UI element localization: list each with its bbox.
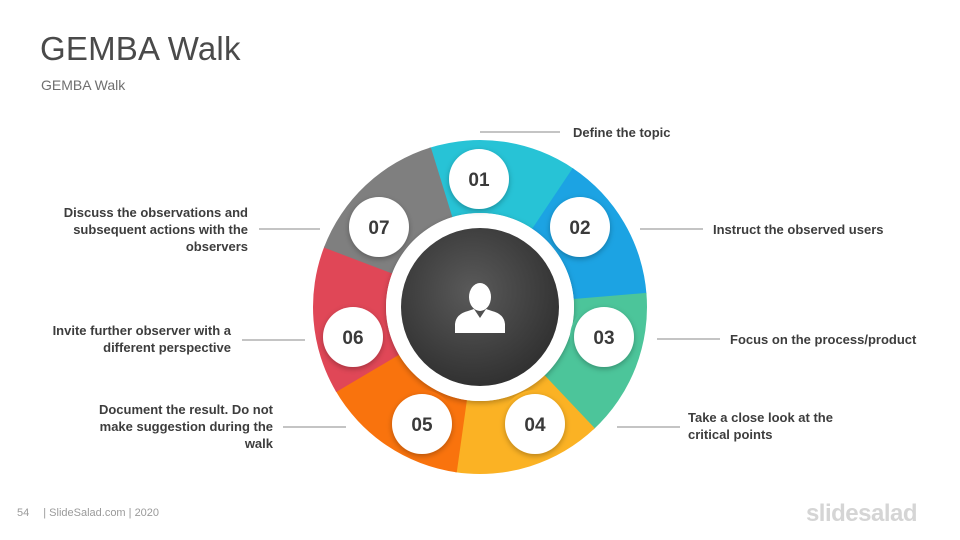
step-badge-06: 06 bbox=[319, 303, 387, 371]
user-icon bbox=[455, 283, 505, 333]
badge-disc bbox=[392, 394, 452, 454]
step-number: 07 bbox=[368, 218, 389, 239]
step-number: 05 bbox=[411, 415, 433, 436]
step-number: 03 bbox=[593, 328, 614, 349]
step-label-05: Document the result. Do not make suggest… bbox=[98, 402, 273, 451]
page-number: 54 bbox=[17, 507, 30, 519]
step-badge-07: 07 bbox=[345, 193, 413, 261]
step-badges: 01 02 03 04 05 06 07 bbox=[319, 145, 638, 458]
footer: 54 | SlideSalad.com | 2020 bbox=[17, 507, 159, 519]
step-badge-05: 05 bbox=[388, 390, 456, 458]
step-badge-02: 02 bbox=[546, 193, 614, 261]
step-badge-01: 01 bbox=[445, 145, 513, 213]
step-number: 01 bbox=[468, 170, 490, 191]
connector-lines bbox=[242, 131, 720, 428]
step-label-01: Define the topic bbox=[573, 125, 671, 140]
badge-disc bbox=[349, 197, 409, 257]
step-label-03: Focus on the process/product bbox=[730, 332, 917, 347]
badge-disc bbox=[323, 307, 383, 367]
footer-text: | SlideSalad.com | 2020 bbox=[43, 507, 160, 519]
step-badge-04: 04 bbox=[501, 390, 569, 458]
step-label-02: Instruct the observed users bbox=[713, 222, 884, 237]
slide-subtitle: GEMBA Walk bbox=[41, 77, 126, 93]
brand-logo: slidesalad bbox=[805, 500, 918, 527]
badge-disc bbox=[449, 149, 509, 209]
step-label-06: Invite further observer with a different… bbox=[52, 323, 231, 355]
step-number: 04 bbox=[524, 415, 546, 436]
badge-disc bbox=[550, 197, 610, 257]
badge-disc bbox=[574, 307, 634, 367]
step-label-04: Take a close look at the critical points bbox=[688, 410, 833, 442]
step-label-07: Discuss the observations and subsequent … bbox=[63, 205, 248, 254]
step-badge-03: 03 bbox=[570, 303, 638, 371]
badge-disc bbox=[505, 394, 565, 454]
step-number: 02 bbox=[569, 218, 590, 239]
slide-title: GEMBA Walk bbox=[40, 30, 241, 67]
step-number: 06 bbox=[342, 328, 363, 349]
